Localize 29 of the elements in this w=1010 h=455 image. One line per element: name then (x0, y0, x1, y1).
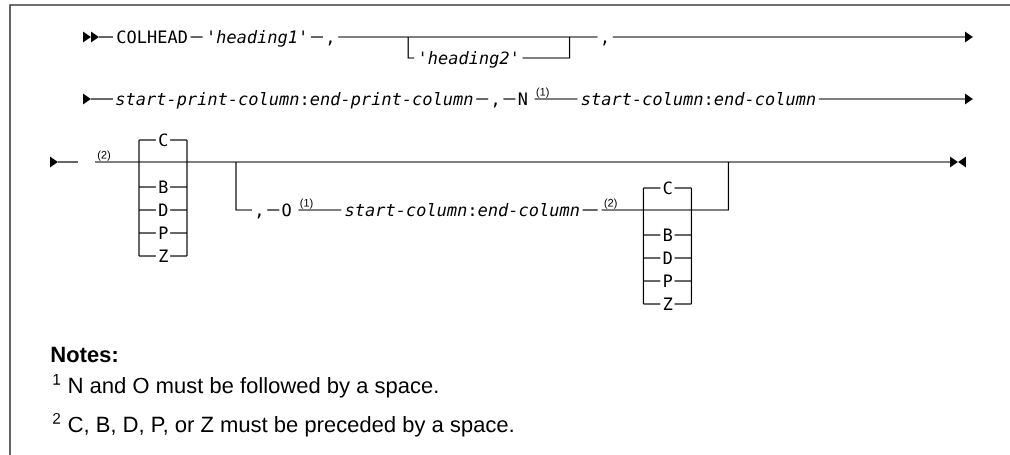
note-text: $^{1}$ N and O must be followed by a space. (53, 374, 438, 398)
note-text: $^{2}$ C, B, D, P, or Z must be preceded by a space. (53, 412, 513, 437)
syntax-keyword: , (257, 213, 261, 219)
footnote-reference: (1) (536, 87, 549, 98)
syntax-variable: 'heading1' (210, 30, 304, 47)
syntax-keyword: C (663, 181, 672, 195)
syntax-keyword: D (159, 203, 168, 216)
syntax-keyword: Z (159, 249, 168, 262)
footnote-reference: (2) (604, 198, 617, 209)
notes-heading: Notes: (51, 346, 117, 363)
syntax-variable: start-print-column:end-print-column (116, 92, 473, 109)
syntax-keyword: COLHEAD (117, 30, 187, 44)
footnote-reference: (2) (97, 150, 111, 161)
syntax-keyword: D (663, 251, 672, 264)
syntax-keyword: P (664, 274, 673, 287)
syntax-variable: 'heading2' (421, 51, 516, 68)
syntax-variable: start-column:end-column (581, 92, 815, 106)
syntax-keyword: B (664, 228, 673, 241)
syntax-keyword: P (159, 226, 168, 239)
syntax-keyword: Z (663, 297, 673, 310)
syntax-keyword: C (159, 133, 168, 147)
footnote-reference: (1) (300, 198, 313, 209)
syntax-keyword: , (603, 40, 607, 46)
syntax-keyword: , (493, 102, 497, 108)
syntax-keyword: O (282, 203, 291, 217)
syntax-keyword: N (518, 92, 527, 105)
syntax-keyword: B (159, 180, 168, 193)
syntax-keyword: , (328, 40, 332, 46)
syntax-variable: start-column:end-column (345, 203, 579, 217)
